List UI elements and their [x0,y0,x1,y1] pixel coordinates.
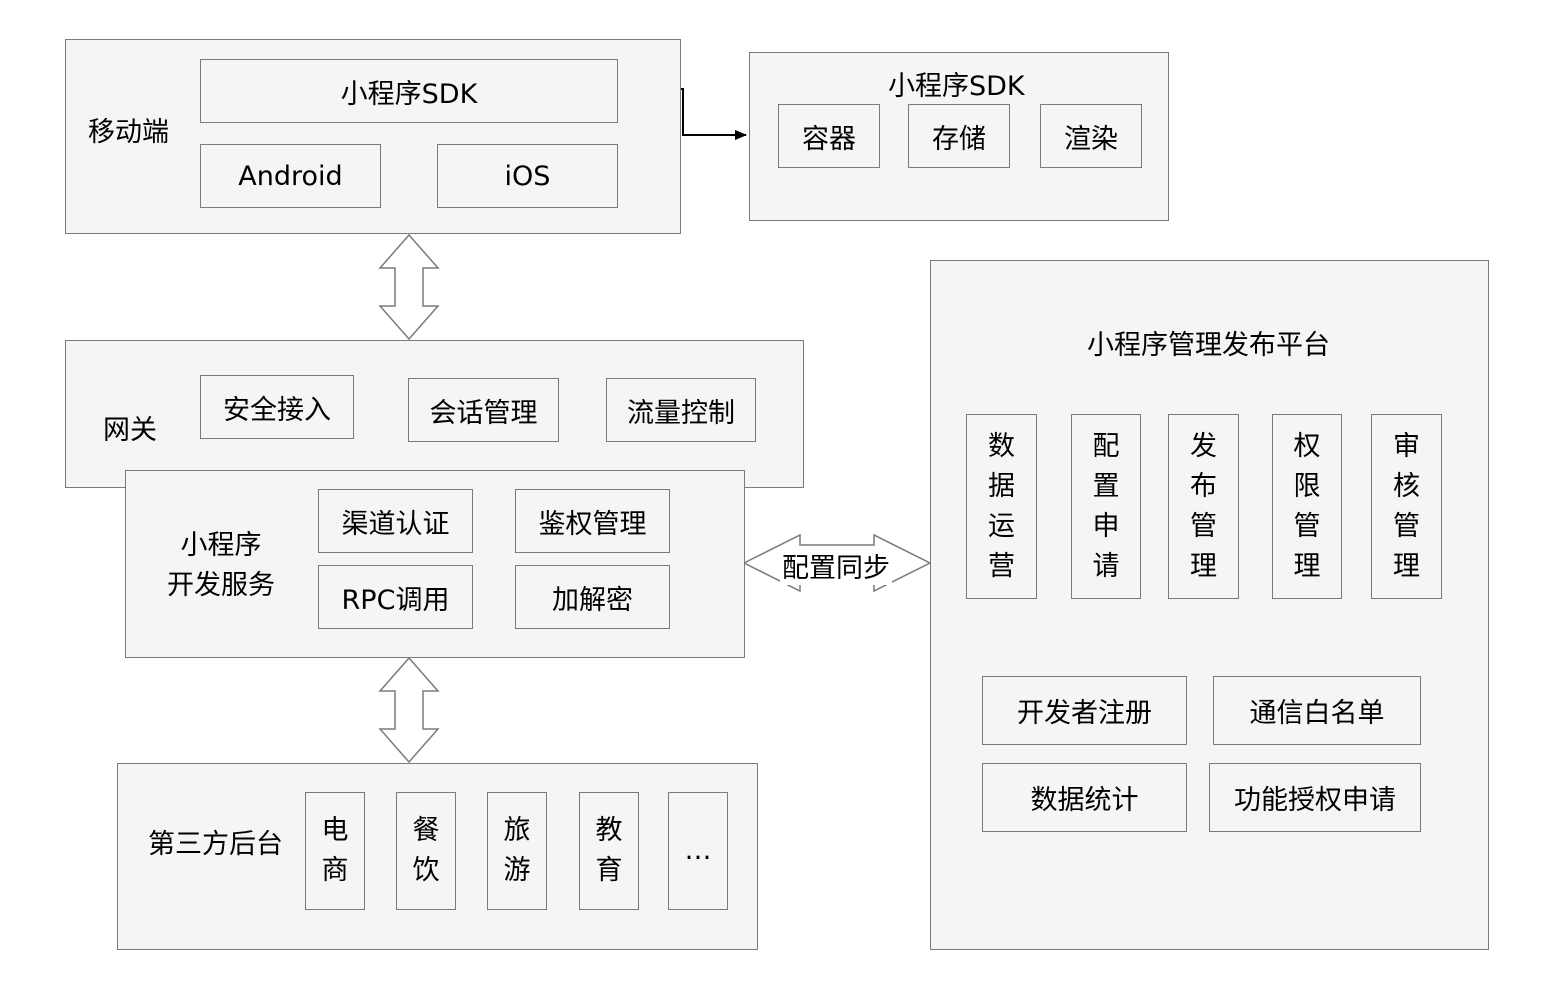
dev-item-crypto: 加解密 [515,565,670,629]
third-party-item-catering: 餐饮 [396,792,456,910]
dev-service-title-line2: 开发服务 [167,570,275,601]
platform-item-review-mgmt: 审核管理 [1371,414,1442,599]
platform-group [930,260,1489,950]
platform-item-whitelist: 通信白名单 [1213,676,1421,745]
dev-service-title-line1: 小程序 [180,530,262,561]
gateway-item-session: 会话管理 [408,378,559,442]
platform-item-label: 发布管理 [1190,430,1217,582]
dev-item-authz: 鉴权管理 [515,489,670,553]
gateway-title: 网关 [103,415,157,446]
mobile-gateway-double-arrow [378,233,440,341]
third-party-item-more: … [668,792,728,910]
config-sync-label: 配置同步 [780,546,892,585]
mobile-sdk-box: 小程序SDK [200,59,618,123]
platform-title: 小程序管理发布平台 [1087,330,1330,361]
platform-item-label: 权限管理 [1293,430,1321,582]
platform-item-config-apply: 配置申请 [1071,414,1141,599]
third-party-item-education: 教育 [579,792,639,910]
third-party-title: 第三方后台 [148,829,283,860]
devservice-thirdparty-double-arrow [378,656,440,764]
platform-item-feature-auth: 功能授权申请 [1209,763,1421,832]
dev-service-title: 小程序 开发服务 [160,526,282,606]
third-party-item-label: 旅游 [503,815,531,886]
third-party-item-label: … [684,835,712,866]
container-box: 容器 [778,104,880,168]
third-party-item-travel: 旅游 [487,792,547,910]
gateway-item-secure-access: 安全接入 [200,375,354,439]
render-box: 渲染 [1040,104,1142,168]
third-party-item-ecommerce: 电商 [305,792,365,910]
platform-item-stats: 数据统计 [982,763,1187,832]
sdk-detail-title: 小程序SDK [888,71,1025,102]
platform-item-label: 配置申请 [1092,430,1120,582]
dev-item-rpc: RPC调用 [318,565,473,629]
mobile-title: 移动端 [88,117,169,148]
platform-item-dev-register: 开发者注册 [982,676,1187,745]
ios-box: iOS [437,144,618,208]
platform-item-label: 数据运营 [988,430,1015,582]
gateway-item-traffic: 流量控制 [606,378,756,442]
storage-box: 存储 [908,104,1010,168]
platform-item-data-ops: 数据运营 [966,414,1037,599]
android-box: Android [200,144,381,208]
platform-item-permission-mgmt: 权限管理 [1272,414,1342,599]
platform-item-release-mgmt: 发布管理 [1168,414,1239,599]
platform-item-label: 审核管理 [1393,430,1420,582]
third-party-item-label: 电商 [321,815,349,886]
third-party-item-label: 教育 [595,815,623,886]
dev-item-channel-auth: 渠道认证 [318,489,473,553]
third-party-item-label: 餐饮 [412,815,440,886]
